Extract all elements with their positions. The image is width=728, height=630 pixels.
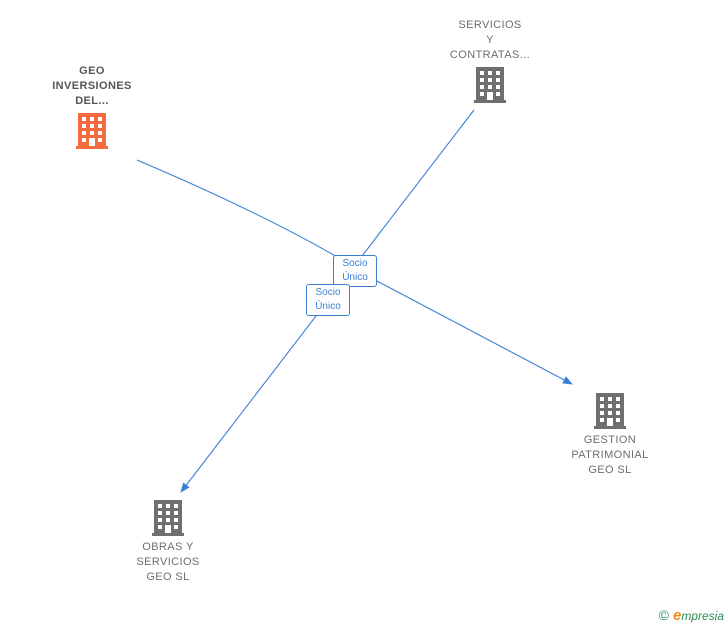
node-label: OBRAS Y SERVICIOS GEO SL xyxy=(136,541,200,583)
node-label: GESTION PATRIMONIAL GEO SL xyxy=(571,434,649,476)
node-geo-inversiones[interactable]: GEO INVERSIONES DEL... xyxy=(40,64,144,149)
edge-label-socio-unico-1[interactable]: Socio Único xyxy=(333,255,377,287)
brand-name: mpresia xyxy=(681,609,724,623)
node-label: GEO INVERSIONES DEL... xyxy=(52,65,132,107)
node-obras-servicios[interactable]: OBRAS Y SERVICIOS GEO SL xyxy=(116,500,220,585)
node-label: SERVICIOS Y CONTRATAS... xyxy=(449,19,531,61)
building-icon xyxy=(594,393,626,429)
building-icon xyxy=(152,500,184,536)
node-servicios-contratas[interactable]: SERVICIOS Y CONTRATAS... xyxy=(440,18,540,103)
building-icon xyxy=(76,113,108,149)
brand-initial: e xyxy=(672,607,682,624)
node-gestion-patrimonial[interactable]: GESTION PATRIMONIAL GEO SL xyxy=(558,393,662,478)
edge-label-socio-unico-2[interactable]: Socio Único xyxy=(306,284,350,316)
empresia-logo[interactable]: ©empresia xyxy=(659,607,724,624)
copyright-icon: © xyxy=(658,607,669,623)
building-icon xyxy=(474,67,506,103)
